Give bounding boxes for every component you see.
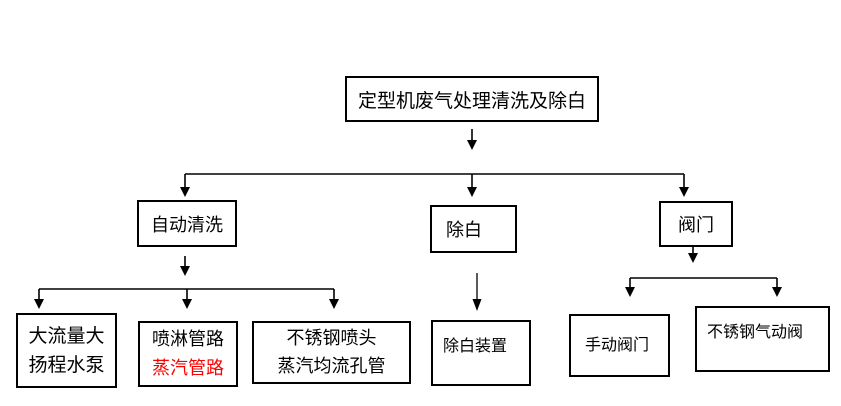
node-valve: 阀门	[659, 201, 733, 247]
node-dewhite-device: 除白装置	[431, 320, 531, 386]
node-root-title: 定型机废气处理清洗及除白	[345, 76, 599, 122]
node-spray-pipe-line1: 喷淋管路	[152, 329, 224, 350]
node-auto-clean: 自动清洗	[137, 200, 237, 247]
arrow-valve-down	[688, 247, 698, 263]
node-nozzle-line2: 蒸汽均流孔管	[277, 355, 386, 377]
node-pump: 大流量大 扬程水泵	[16, 313, 117, 388]
node-spray-pipe-line2-highlight: 蒸汽管路	[152, 358, 224, 379]
node-nozzle: 不锈钢喷头 蒸汽均流孔管	[252, 321, 411, 384]
arrow-auto-clean-down	[180, 256, 190, 276]
node-pump-line2: 扬程水泵	[28, 353, 105, 376]
node-nozzle-line1: 不锈钢喷头	[286, 327, 377, 349]
arrow-root-down	[467, 129, 477, 150]
connector-rail-valve	[625, 277, 782, 297]
connector-rail-level2	[180, 173, 689, 197]
arrow-dewhite-down	[472, 273, 482, 311]
node-manual-valve: 手动阀门	[569, 314, 670, 377]
node-pump-line1: 大流量大	[28, 324, 105, 347]
node-spray-pipe: 喷淋管路 蒸汽管路	[138, 321, 238, 387]
node-dewhite: 除白	[430, 205, 517, 253]
connector-rail-auto-clean	[34, 288, 339, 309]
node-pneumatic-valve: 不锈钢气动阀	[695, 306, 830, 372]
